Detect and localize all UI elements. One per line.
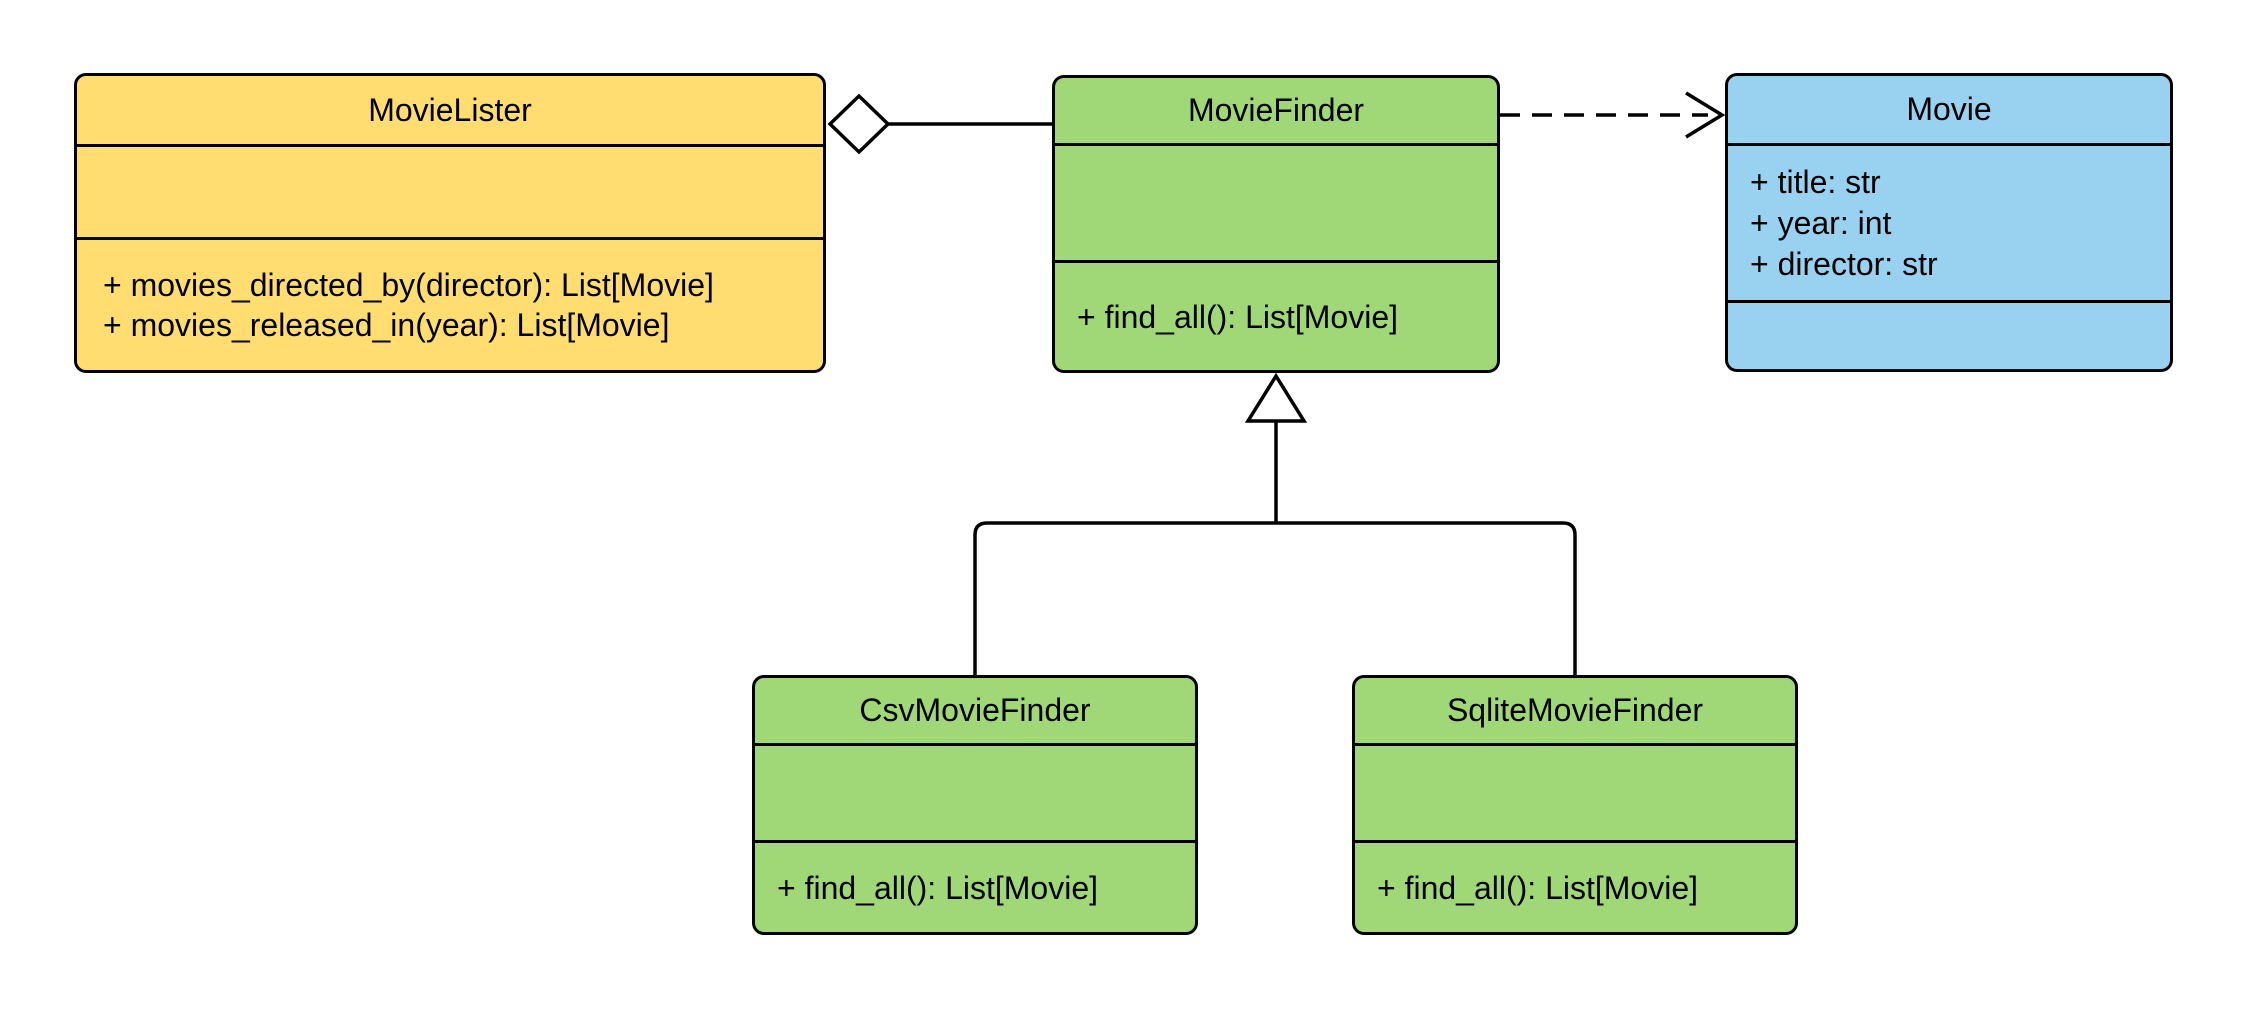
method-text: + find_all(): List[Movie] (1077, 298, 1399, 335)
method-text: + movies_released_in(year): List[Movie] (103, 307, 670, 343)
method-text: + find_all(): List[Movie] (1377, 869, 1699, 906)
class-csvmoviefinder-attributes (755, 743, 1195, 840)
class-name-text: Movie (1906, 91, 1992, 127)
class-movie-header: Movie (1728, 76, 2170, 143)
class-moviefinder-methods: + find_all(): List[Movie] (1055, 260, 1497, 370)
inheritance-triangle-icon (1244, 372, 1308, 423)
class-sqlitemoviefinder-attributes (1355, 743, 1795, 840)
inheritance-connector (973, 372, 1577, 675)
class-csvmoviefinder: CsvMovieFinder + find_all(): List[Movie] (752, 675, 1198, 935)
class-name-text: MovieLister (368, 91, 532, 128)
method-text: + find_all(): List[Movie] (777, 869, 1099, 906)
class-name-text: CsvMovieFinder (859, 692, 1091, 728)
class-sqlitemoviefinder: SqliteMovieFinder + find_all(): List[Mov… (1352, 675, 1798, 935)
class-name-text: MovieFinder (1187, 92, 1365, 128)
class-movielister-header: MovieLister (77, 76, 823, 144)
class-moviefinder-header: MovieFinder (1055, 78, 1497, 143)
attribute-text: + director: str (1750, 245, 1938, 282)
class-movie-methods (1728, 300, 2170, 369)
class-name-text: SqliteMovieFinder (1446, 692, 1704, 728)
class-csvmoviefinder-methods: + find_all(): List[Movie] (755, 840, 1195, 932)
class-sqlitemoviefinder-methods: + find_all(): List[Movie] (1355, 840, 1795, 932)
class-movie: Movie + title: str + year: int + directo… (1725, 73, 2173, 372)
dependency-arrowhead-icon (1685, 91, 1726, 139)
class-movielister: MovieLister + movies_directed_by(directo… (74, 73, 826, 373)
class-csvmoviefinder-header: CsvMovieFinder (755, 678, 1195, 743)
dependency-moviefinder-movie (1500, 91, 1726, 139)
aggregation-diamond-icon (827, 93, 891, 155)
class-movielister-attributes (77, 144, 823, 237)
class-moviefinder: MovieFinder + find_all(): List[Movie] (1052, 75, 1500, 373)
attribute-text: + year: int (1750, 204, 1892, 241)
method-text: + movies_directed_by(director): List[Mov… (103, 267, 714, 303)
class-sqlitemoviefinder-header: SqliteMovieFinder (1355, 678, 1795, 743)
attribute-text: + title: str (1750, 163, 1881, 200)
aggregation-movielister-moviefinder (827, 93, 1052, 155)
class-movie-attributes: + title: str + year: int + director: str (1728, 143, 2170, 300)
class-moviefinder-attributes (1055, 143, 1497, 260)
inheritance-branch (973, 521, 1577, 675)
class-movielister-methods: + movies_directed_by(director): List[Mov… (77, 237, 823, 370)
